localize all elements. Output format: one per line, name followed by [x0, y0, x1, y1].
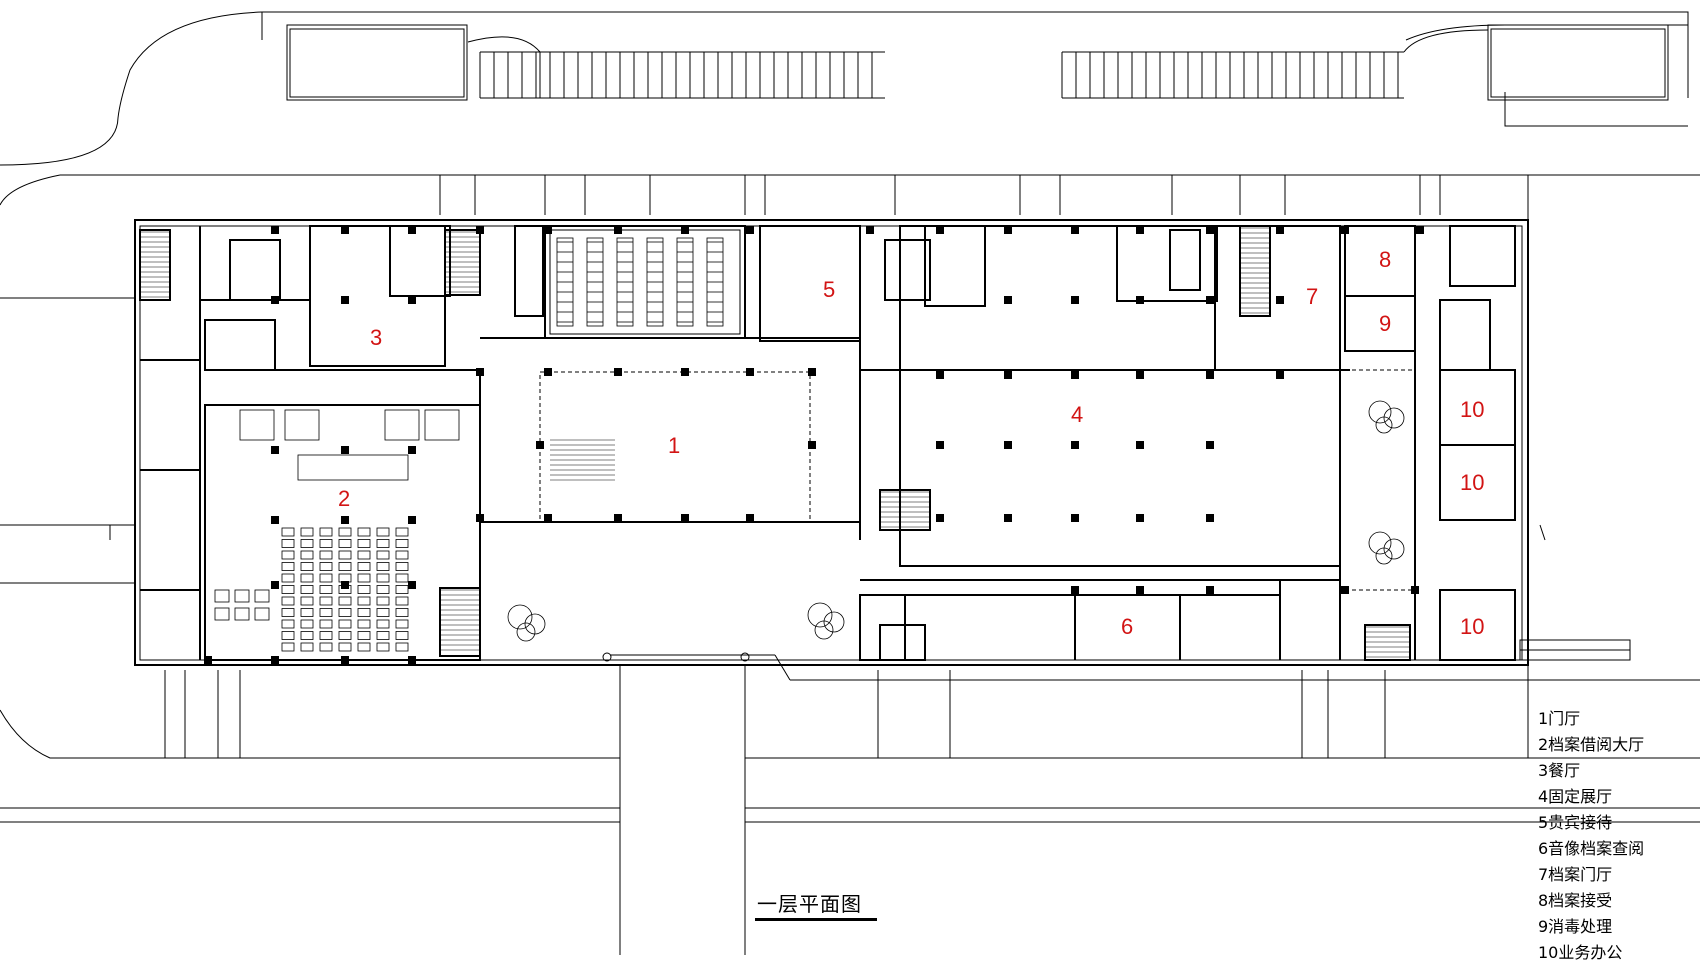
legend-item: 9消毒处理 — [1538, 917, 1613, 936]
building-walls — [134, 219, 1529, 666]
room-labels: 1 2 3 4 5 6 7 8 9 10 10 10 — [338, 247, 1484, 639]
structural-columns — [204, 226, 1424, 664]
trees — [507, 400, 1405, 642]
room-label-9: 9 — [1379, 311, 1391, 336]
room-label-3: 3 — [370, 325, 382, 350]
room-label-10c: 10 — [1460, 614, 1484, 639]
legend-item: 1门厅 — [1538, 709, 1581, 728]
room-label-1: 1 — [668, 433, 680, 458]
room-label-10a: 10 — [1460, 397, 1484, 422]
legend-item: 2档案借阅大厅 — [1538, 735, 1645, 754]
legend-item: 8档案接受 — [1538, 891, 1613, 910]
plan-title: 一层平面图 — [757, 892, 862, 916]
room-label-7: 7 — [1306, 284, 1318, 309]
legend-item: 3餐厅 — [1538, 761, 1581, 780]
room-label-5: 5 — [823, 277, 835, 302]
room-legend: 1门厅 2档案借阅大厅 3餐厅 4固定展厅 5贵宾接待 6音像档案查阅 7档案门厅 8档案接受… — [1538, 706, 1698, 966]
site-top-edge — [262, 11, 1689, 98]
planter-left — [286, 24, 468, 101]
title-underline — [755, 918, 877, 921]
planter-right — [1487, 24, 1669, 101]
site-top-curve-left — [0, 11, 263, 166]
room-label-10b: 10 — [1460, 470, 1484, 495]
legend-item: 5贵宾接待 — [1538, 813, 1613, 832]
store-shelves — [556, 237, 724, 327]
room-label-8: 8 — [1379, 247, 1391, 272]
legend-item: 7档案门厅 — [1538, 865, 1613, 884]
stair-treads — [140, 227, 1410, 658]
plaza-lamps — [602, 652, 750, 662]
parking-stalls-right — [1061, 51, 1404, 99]
room-label-6: 6 — [1121, 614, 1133, 639]
parking-stalls-left — [479, 51, 885, 99]
legend-item: 6音像档案查阅 — [1538, 839, 1645, 858]
site-lines — [0, 174, 1700, 955]
legend-item: 4固定展厅 — [1538, 787, 1613, 806]
room-label-4: 4 — [1071, 402, 1083, 427]
reading-seats — [214, 409, 460, 652]
legend-item: 10业务办公 — [1538, 943, 1623, 962]
room-label-2: 2 — [338, 486, 350, 511]
